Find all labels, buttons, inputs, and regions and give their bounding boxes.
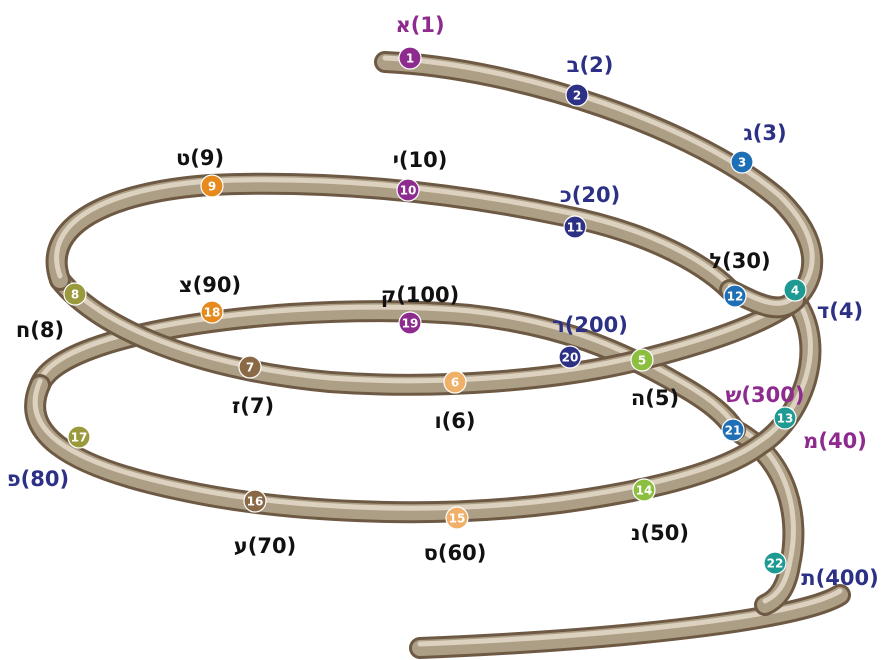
letter-label-14: (50)נ — [631, 521, 689, 545]
letter-label-7: (7)ז — [232, 394, 274, 418]
marker-number-14: 14 — [636, 484, 653, 498]
marker-circle-2 — [565, 83, 589, 107]
letter-label-2: (2)ב — [567, 53, 614, 77]
marker-15: 15 — [445, 506, 469, 530]
marker-circle-15 — [445, 506, 469, 530]
marker-14: 14 — [632, 478, 656, 502]
letter-label-1: (1)א — [395, 13, 444, 37]
marker-circle-12 — [723, 284, 747, 308]
marker-19: 19 — [398, 311, 422, 335]
marker-10: 10 — [396, 178, 420, 202]
tube-segment-highlight-6 — [54, 177, 733, 289]
letter-label-15: (60)ס — [424, 541, 487, 565]
marker-1: 1 — [398, 46, 422, 70]
letter-label-16: (70)ע — [234, 534, 296, 558]
marker-circle-10 — [396, 178, 420, 202]
marker-circle-6 — [443, 370, 467, 394]
marker-number-18: 18 — [204, 306, 221, 320]
marker-4: 4 — [783, 278, 807, 302]
letter-label-10: (10)י — [393, 148, 448, 172]
marker-circle-7 — [238, 355, 262, 379]
marker-number-19: 19 — [402, 317, 419, 331]
letter-label-9: (9)ט — [176, 146, 224, 170]
marker-number-2: 2 — [573, 89, 581, 103]
marker-6: 6 — [443, 370, 467, 394]
letter-label-3: (3)ג — [743, 121, 786, 145]
marker-circle-22 — [763, 551, 787, 575]
marker-number-10: 10 — [400, 184, 417, 198]
letter-label-5: (5)ה — [631, 386, 679, 410]
letter-label-12: (30)ל — [709, 249, 770, 273]
letter-label-17: (80)פ — [7, 467, 69, 491]
marker-number-12: 12 — [727, 290, 744, 304]
marker-18: 18 — [200, 300, 224, 324]
marker-circle-4 — [783, 278, 807, 302]
marker-circle-13 — [773, 406, 797, 430]
marker-number-8: 8 — [71, 288, 79, 302]
letter-label-11: (20)כ — [560, 183, 620, 207]
marker-number-15: 15 — [449, 512, 466, 526]
letter-label-18: (90)צ — [179, 273, 241, 297]
marker-circle-19 — [398, 311, 422, 335]
marker-number-6: 6 — [451, 376, 459, 390]
marker-number-7: 7 — [246, 361, 254, 375]
marker-number-11: 11 — [567, 221, 584, 235]
marker-circle-3 — [730, 150, 754, 174]
marker-number-21: 21 — [725, 424, 742, 438]
letter-label-6: (6)ו — [434, 409, 475, 433]
marker-number-22: 22 — [767, 557, 784, 571]
letter-label-13: (40)מ — [803, 429, 867, 453]
tube-segment-highlight-1 — [417, 588, 843, 647]
marker-circle-21 — [721, 418, 745, 442]
marker-number-20: 20 — [562, 351, 579, 365]
marker-number-9: 9 — [208, 180, 216, 194]
marker-2: 2 — [565, 83, 589, 107]
marker-21: 21 — [721, 418, 745, 442]
letter-label-20: (200)ר — [552, 313, 628, 337]
marker-circle-14 — [632, 478, 656, 502]
marker-11: 11 — [563, 215, 587, 239]
marker-5: 5 — [630, 348, 654, 372]
letter-labels: (1)א (2)ב (3)ג (4)ד (5)ה (6)ו (7)ז (8)ח (9)ט (10)… — [7, 13, 879, 590]
marker-number-1: 1 — [406, 52, 414, 66]
marker-number-17: 17 — [71, 431, 88, 445]
marker-20: 20 — [558, 345, 582, 369]
marker-16: 16 — [243, 489, 267, 513]
letter-label-21: (300)ש — [726, 383, 805, 407]
marker-circle-17 — [67, 425, 91, 449]
marker-circle-18 — [200, 300, 224, 324]
letter-label-4: (4)ד — [817, 299, 863, 323]
marker-circle-11 — [563, 215, 587, 239]
marker-circle-5 — [630, 348, 654, 372]
marker-circle-9 — [200, 174, 224, 198]
marker-9: 9 — [200, 174, 224, 198]
tube-segment-1 — [412, 587, 848, 656]
marker-number-4: 4 — [791, 284, 799, 298]
marker-3: 3 — [730, 150, 754, 174]
marker-circle-1 — [398, 46, 422, 70]
letter-label-8: (8)ח — [16, 318, 64, 342]
marker-number-3: 3 — [738, 156, 746, 170]
letter-label-19: (100)ק — [381, 283, 460, 307]
letter-label-22: (400)ת — [801, 566, 878, 590]
marker-22: 22 — [763, 551, 787, 575]
marker-number-5: 5 — [638, 354, 646, 368]
marker-number-13: 13 — [777, 412, 794, 426]
marker-circle-8 — [63, 282, 87, 306]
marker-number-16: 16 — [247, 495, 264, 509]
marker-circle-20 — [558, 345, 582, 369]
marker-circle-16 — [243, 489, 267, 513]
marker-13: 13 — [773, 406, 797, 430]
marker-12: 12 — [723, 284, 747, 308]
marker-8: 8 — [63, 282, 87, 306]
marker-7: 7 — [238, 355, 262, 379]
tube-segment-6 — [48, 175, 738, 298]
marker-17: 17 — [67, 425, 91, 449]
